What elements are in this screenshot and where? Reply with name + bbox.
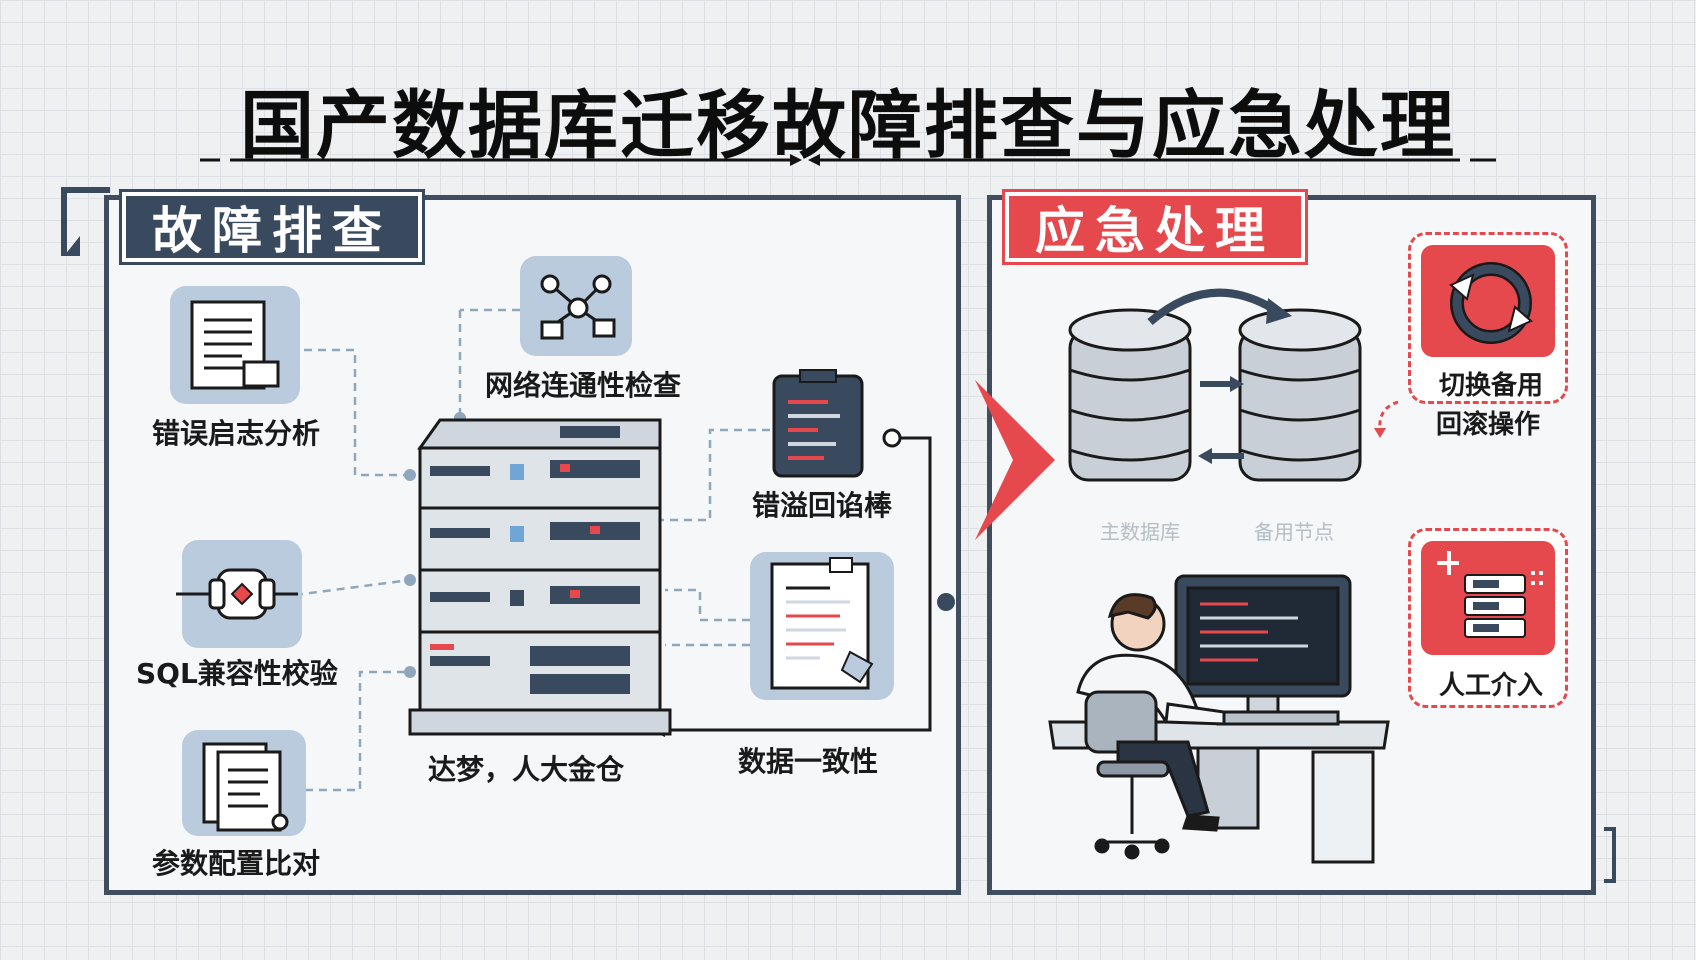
sql-compatibility-label: SQL兼容性校验	[136, 657, 338, 690]
chevron-right-icon	[975, 380, 1055, 540]
data-consistency-label: 数据一致性	[738, 745, 879, 778]
manual-intervention-label: 人工介入	[1438, 671, 1543, 701]
operator-workstation-illustration	[1048, 574, 1390, 864]
rotate-arrows-icon	[1449, 262, 1533, 344]
config-compare-label: 参数配置比对	[152, 847, 321, 880]
code-terminal-icon	[770, 369, 866, 482]
switch-standby-card[interactable]: 切换备用	[1408, 232, 1568, 404]
primary-db-label: 主数据库	[1100, 520, 1180, 544]
title-divider	[200, 154, 1496, 166]
rollback-label: 回滚操作	[1435, 410, 1540, 440]
sql-compatibility-icon	[176, 540, 302, 648]
code-check-label: 错溢回谄棒	[752, 489, 893, 522]
emergency-header: 应急处理	[1005, 192, 1305, 262]
network-check-icon	[520, 256, 632, 356]
manual-intervention-card[interactable]: 人工介入	[1408, 528, 1568, 708]
arrow-curve-icon	[1374, 400, 1399, 438]
server-stack-icon	[1437, 551, 1543, 638]
network-check-label: 网络连通性检查	[485, 369, 682, 402]
log-analysis-icon	[170, 286, 300, 404]
corner-bracket-decoration	[1604, 827, 1616, 883]
corner-bracket-decoration	[61, 187, 110, 256]
config-compare-icon	[182, 730, 306, 836]
log-analysis-label: 错误启志分析	[152, 417, 321, 450]
database-server-rack	[408, 410, 672, 740]
data-consistency-icon	[750, 552, 894, 700]
standby-node-label: 备用节点	[1254, 520, 1334, 544]
server-label: 达梦，人大金仓	[428, 753, 625, 786]
troubleshoot-header: 故障排查	[122, 192, 422, 262]
switch-standby-label: 切换备用	[1438, 371, 1543, 401]
page-title: 国产数据库迁移故障排查与应急处理	[240, 83, 1456, 169]
database-switch-diagram	[1068, 288, 1362, 482]
